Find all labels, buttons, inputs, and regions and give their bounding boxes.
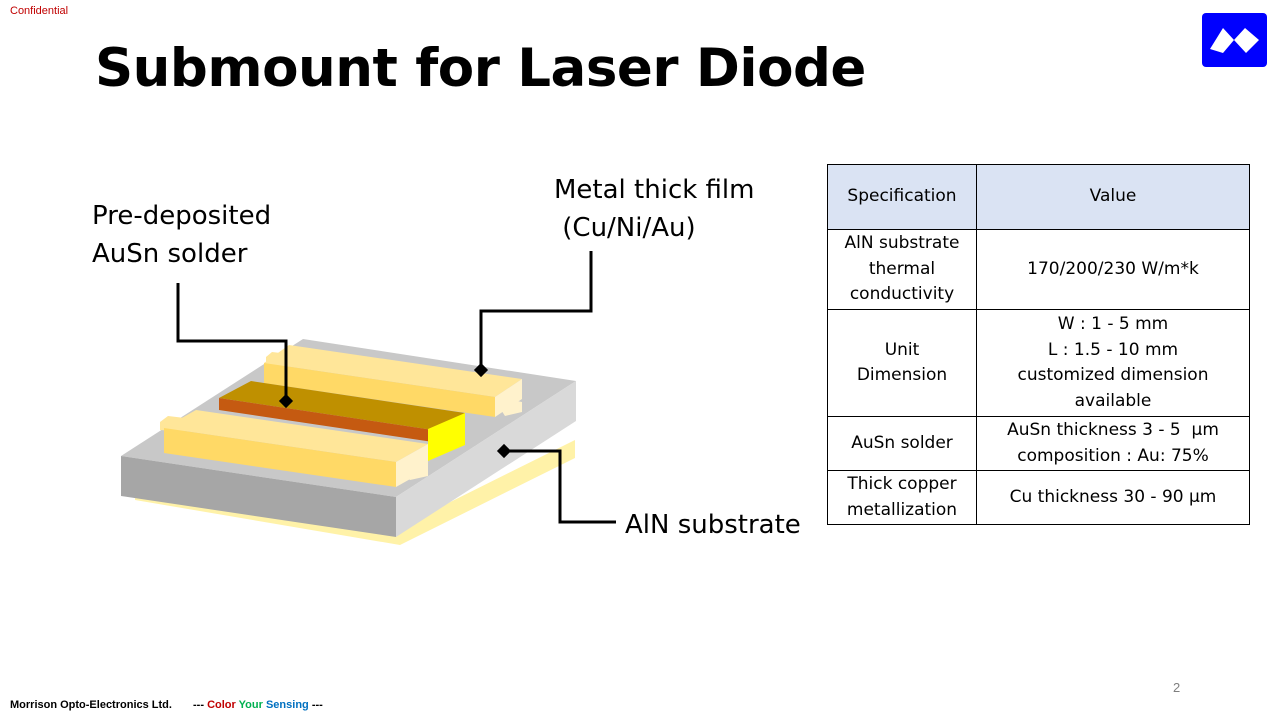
footer-company: Morrison Opto-Electronics Ltd.	[10, 699, 172, 711]
solder-top	[219, 381, 465, 430]
callout-metal-line-1: Metal thick film	[554, 175, 755, 205]
front-pad-top	[164, 410, 428, 462]
tagline-your: Your	[238, 699, 263, 711]
spec-cell: AuSn solder	[827, 416, 977, 471]
spec-line: AuSn solder	[851, 432, 953, 453]
callout-solder-line-2: AuSn solder	[92, 239, 248, 269]
solder-front	[219, 398, 433, 442]
callout-metal-line-2: (Cu/Ni/Au)	[554, 213, 696, 243]
specification-table: Specification Value AlN substrate therma…	[827, 164, 1250, 525]
back-pad-right-tab	[498, 400, 522, 416]
value-cell: Cu thickness 30 - 90 μm	[976, 470, 1250, 525]
spec-line: conductivity	[849, 284, 955, 305]
value-line: customized dimension	[1017, 365, 1209, 385]
value-cell: W : 1 - 5 mm L : 1.5 - 10 mm customized …	[976, 309, 1250, 417]
leader-line-metal	[479, 251, 593, 370]
front-pad-right-tab	[400, 463, 428, 480]
leader-line-substrate	[504, 449, 616, 524]
company-logo-icon	[1202, 13, 1267, 67]
table-row: Unit Dimension W : 1 - 5 mm L : 1.5 - 10…	[827, 309, 1250, 417]
tagline-color: Color	[207, 699, 236, 711]
header-value: Value	[976, 164, 1250, 230]
tagline-suffix: ---	[308, 699, 323, 711]
callout-solder-line-1: Pre-deposited	[92, 201, 272, 231]
leader-marker-substrate	[496, 443, 512, 459]
callout-metal-film: Metal thick film (Cu/Ni/Au)	[554, 171, 754, 247]
table-row: Thick copper metallization Cu thickness …	[827, 470, 1250, 525]
value-line: 170/200/230 W/m*k	[1027, 258, 1199, 279]
value-line: available	[1074, 390, 1152, 411]
value-line: Cu thickness 30 - 90 μm	[1009, 486, 1217, 507]
submount-diagram	[121, 251, 616, 545]
slide-title: Submount for Laser Diode	[95, 38, 866, 99]
spec-line: Unit	[884, 339, 920, 360]
front-pad-front	[164, 428, 396, 487]
confidential-label: Confidential	[10, 5, 69, 17]
callout-substrate: AlN substrate	[625, 510, 801, 540]
spec-cell: Thick copper metallization	[827, 470, 977, 525]
tagline-sensing: Sensing	[265, 699, 309, 711]
substrate-side	[396, 381, 576, 537]
header-specification: Specification	[827, 164, 977, 230]
table-row: AlN substrate thermal conductivity 170/2…	[827, 229, 1250, 310]
value-line: AuSn thickness 3 - 5 μm	[1007, 420, 1219, 440]
back-pad-top	[264, 345, 522, 397]
value-line: L : 1.5 - 10 mm	[1047, 339, 1179, 360]
value-line: composition : Au: 75%	[1017, 445, 1209, 466]
table-row: AuSn solder AuSn thickness 3 - 5 μm comp…	[827, 416, 1250, 471]
substrate-front	[121, 456, 396, 537]
page-number: 2	[1173, 680, 1181, 695]
leader-line-solder	[176, 283, 288, 401]
callout-solder: Pre-deposited AuSn solder	[92, 197, 271, 273]
spec-line: metallization	[846, 499, 958, 520]
value-cell: 170/200/230 W/m*k	[976, 229, 1250, 310]
spec-line: Dimension	[856, 365, 948, 385]
back-pad-front	[264, 363, 495, 417]
spec-line: AlN substrate	[844, 233, 960, 254]
footer: Morrison Opto-Electronics Ltd. --- Color…	[10, 699, 323, 711]
value-cell: AuSn thickness 3 - 5 μm composition : Au…	[976, 416, 1250, 471]
value-line: W : 1 - 5 mm	[1057, 314, 1169, 334]
leader-marker-metal	[473, 362, 489, 378]
footer-tagline: --- Color Your Sensing ---	[193, 699, 323, 711]
spec-line: Thick copper	[847, 474, 957, 494]
tagline-prefix: ---	[193, 699, 208, 711]
spec-cell: Unit Dimension	[827, 309, 977, 417]
leader-marker-solder	[278, 393, 294, 409]
spec-line: thermal	[868, 258, 936, 279]
table-header-row: Specification Value	[827, 164, 1250, 230]
solder-end	[428, 413, 465, 461]
spec-cell: AlN substrate thermal conductivity	[827, 229, 977, 310]
